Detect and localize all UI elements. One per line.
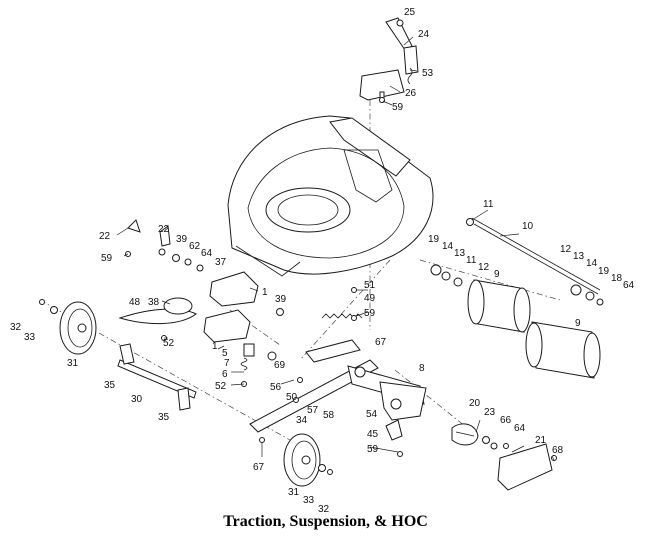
callout-59: 59 bbox=[101, 253, 113, 264]
callout-10: 10 bbox=[522, 221, 534, 232]
callout-14: 14 bbox=[442, 241, 454, 252]
front-wheel-right bbox=[283, 433, 321, 487]
callout-32: 32 bbox=[10, 322, 22, 333]
callout-9: 9 bbox=[575, 318, 581, 329]
height-adjust-lever bbox=[359, 17, 419, 103]
callout-34: 34 bbox=[296, 415, 308, 426]
callout-64: 64 bbox=[623, 280, 635, 291]
callout-12: 12 bbox=[478, 262, 490, 273]
callout-52: 52 bbox=[215, 381, 227, 392]
callout-59: 59 bbox=[367, 444, 379, 455]
callout-49: 49 bbox=[364, 293, 376, 304]
callout-20: 20 bbox=[469, 398, 481, 409]
callout-33: 33 bbox=[303, 495, 315, 506]
callout-14: 14 bbox=[586, 258, 598, 269]
callout-50: 50 bbox=[286, 392, 298, 403]
callout-1: 1 bbox=[262, 287, 268, 298]
callout-11: 11 bbox=[483, 199, 494, 210]
height-adjust-linkage bbox=[249, 313, 427, 441]
callout-35: 35 bbox=[104, 380, 116, 391]
callout-56: 56 bbox=[270, 382, 282, 393]
callout-23: 23 bbox=[484, 407, 496, 418]
callout-33: 33 bbox=[24, 332, 36, 343]
callout-12: 12 bbox=[560, 244, 572, 255]
callout-19: 19 bbox=[598, 266, 610, 277]
callout-7: 7 bbox=[224, 358, 230, 369]
callout-59: 59 bbox=[392, 102, 404, 113]
callout-13: 13 bbox=[573, 251, 585, 262]
callout-11: 11 bbox=[466, 255, 477, 266]
callout-67: 67 bbox=[253, 462, 265, 473]
callout-64: 64 bbox=[201, 248, 213, 259]
callout-21: 21 bbox=[535, 435, 547, 446]
callout-58: 58 bbox=[323, 410, 335, 421]
callout-22: 22 bbox=[99, 231, 111, 242]
drive-chain-cover bbox=[451, 423, 553, 491]
callout-31: 31 bbox=[67, 358, 79, 369]
callout-64: 64 bbox=[514, 423, 526, 434]
callout-30: 30 bbox=[131, 394, 143, 405]
callout-67: 67 bbox=[375, 337, 387, 348]
callout-22: 22 bbox=[158, 224, 170, 235]
callout-19: 19 bbox=[428, 234, 440, 245]
callout-69: 69 bbox=[274, 360, 286, 371]
callout-37: 37 bbox=[215, 257, 227, 268]
callout-39: 39 bbox=[176, 234, 188, 245]
callout-52: 52 bbox=[163, 338, 175, 349]
callout-68: 68 bbox=[552, 445, 564, 456]
callout-6: 6 bbox=[222, 369, 228, 380]
diagram-caption: Traction, Suspension, & HOC bbox=[223, 513, 428, 530]
callout-59: 59 bbox=[364, 308, 376, 319]
front-axle bbox=[117, 343, 197, 411]
callout-35: 35 bbox=[158, 412, 170, 423]
transmission-gearbox bbox=[118, 271, 259, 371]
callout-31: 31 bbox=[288, 487, 300, 498]
callout-8: 8 bbox=[419, 363, 425, 374]
fastener-hardware bbox=[39, 97, 557, 475]
callout-labels: 25 24 53 26 59 22 22 39 62 64 59 37 1 39… bbox=[10, 7, 635, 515]
callout-leader-lines bbox=[116, 36, 555, 461]
front-wheel-left bbox=[59, 301, 97, 355]
callout-5: 5 bbox=[222, 348, 228, 359]
callout-32: 32 bbox=[318, 504, 330, 515]
callout-54: 54 bbox=[366, 409, 378, 420]
rear-roller-assembly bbox=[430, 217, 604, 379]
callout-13: 13 bbox=[454, 248, 466, 259]
callout-38: 38 bbox=[148, 297, 160, 308]
callout-25: 25 bbox=[404, 7, 416, 18]
callout-1: 1 bbox=[212, 341, 218, 352]
callout-48: 48 bbox=[129, 297, 141, 308]
callout-62: 62 bbox=[189, 241, 201, 252]
callout-66: 66 bbox=[500, 415, 512, 426]
callout-24: 24 bbox=[418, 29, 430, 40]
callout-45: 45 bbox=[367, 429, 379, 440]
callout-9: 9 bbox=[494, 269, 500, 280]
callout-57: 57 bbox=[307, 405, 319, 416]
callout-39: 39 bbox=[275, 294, 287, 305]
callout-51: 51 bbox=[364, 280, 376, 291]
mower-deck bbox=[227, 115, 434, 277]
callout-26: 26 bbox=[405, 88, 417, 99]
callout-18: 18 bbox=[611, 273, 623, 284]
callout-53: 53 bbox=[422, 68, 434, 79]
